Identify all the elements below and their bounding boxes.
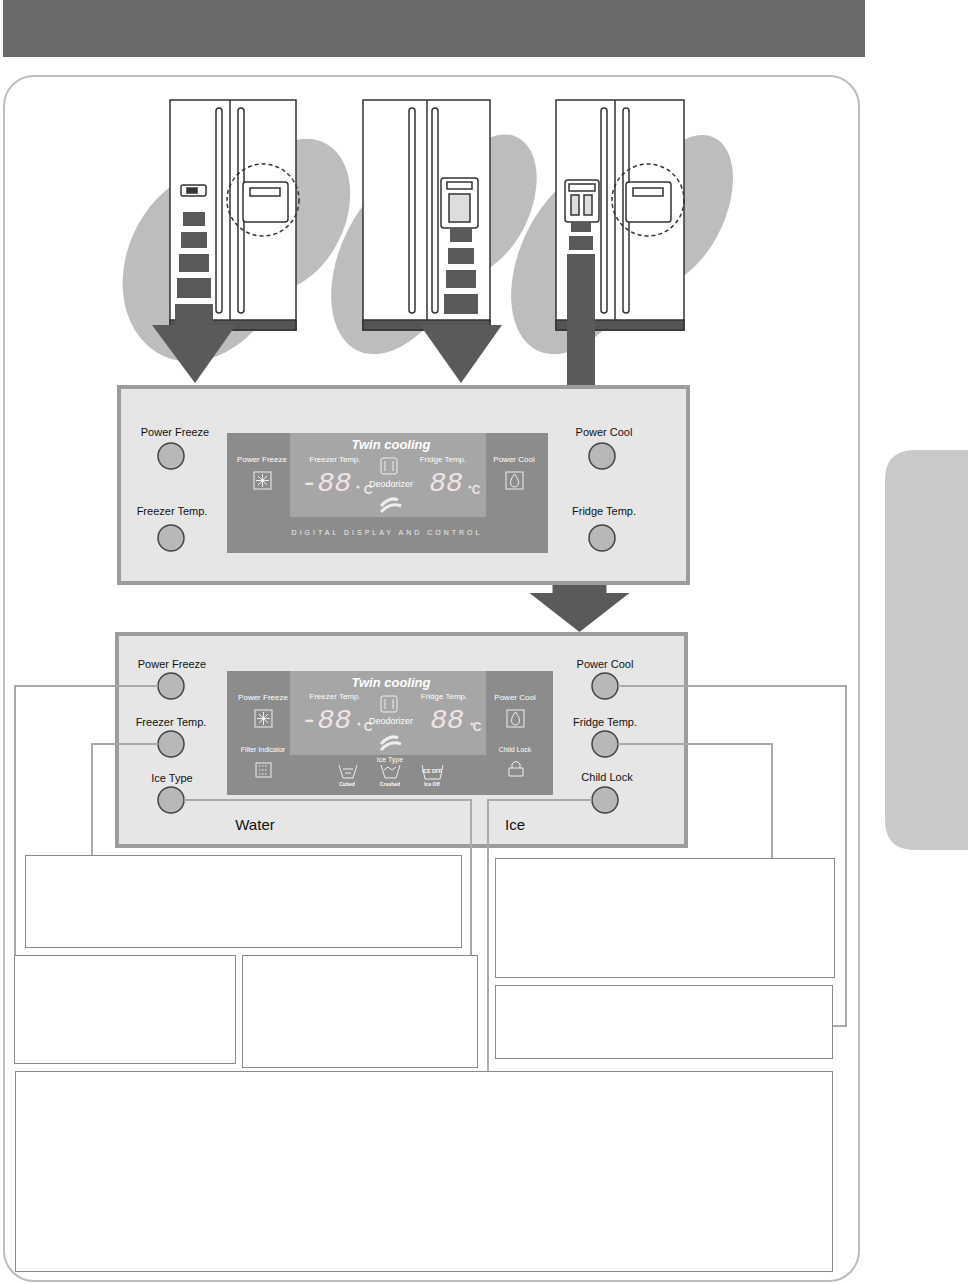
- display-label: Power Cool: [494, 694, 535, 703]
- display-label: ICE OFF: [422, 769, 442, 775]
- control-panel: Power FreezeFreezer Temp.Ice TypeWaterPo…: [115, 632, 688, 848]
- button-label: Child Lock: [581, 771, 632, 783]
- fridge-1: [170, 100, 299, 330]
- display-label: Ice Type: [377, 756, 403, 764]
- display-label: C: [473, 721, 482, 734]
- down-arrows: [152, 212, 595, 385]
- digit-readout: 88: [429, 469, 463, 500]
- callout-boxes: [15, 856, 835, 1272]
- button-label: Freezer Temp.: [136, 716, 207, 728]
- display-label: Power Freeze: [238, 694, 288, 703]
- digit-readout: -88: [301, 706, 351, 737]
- flow-arrow: [530, 585, 630, 632]
- display-screen: Twin coolingPower Freeze Freezer Temp. -88…: [227, 433, 548, 553]
- display-label: Water: [235, 817, 274, 834]
- display-label: Deodorizer: [369, 480, 413, 490]
- digit-readout: -88: [301, 469, 351, 500]
- display-label: DIGITAL DISPLAY AND CONTROL: [292, 529, 483, 537]
- display-label: Ice Off: [424, 782, 440, 788]
- display-label: Ice: [505, 817, 525, 834]
- display-label: Filter Indicator: [241, 746, 285, 754]
- display-label: Child Lock: [499, 746, 532, 754]
- display-label: Crushed: [380, 782, 400, 788]
- display-label: Freezer Temp.: [309, 456, 360, 465]
- side-tab: [885, 450, 968, 850]
- digit-readout: 88: [430, 706, 464, 737]
- display-label: Twin cooling: [352, 438, 431, 452]
- button-label: Power Freeze: [138, 658, 206, 670]
- header-bar: [3, 0, 865, 57]
- button-label: Freezer Temp.: [137, 505, 208, 517]
- display-label: Power Cool: [493, 456, 534, 465]
- display-label: Cubed: [339, 782, 355, 788]
- display-label: Twin cooling: [352, 676, 431, 690]
- display-label: Fridge Temp.: [421, 693, 468, 702]
- button-label: Power Cool: [576, 426, 633, 438]
- button-label: Power Freeze: [141, 426, 209, 438]
- display-label: Deodorizer: [369, 717, 413, 727]
- button-label: Power Cool: [577, 658, 634, 670]
- control-panel: Power FreezeFreezer Temp.Power CoolFridg…: [117, 385, 690, 585]
- fridge-2: [363, 100, 490, 330]
- display-label: C: [472, 484, 481, 497]
- display-label: Power Freeze: [237, 456, 287, 465]
- display-screen: Twin coolingPower Freeze Freezer Temp. -88…: [227, 671, 553, 795]
- button-label: Fridge Temp.: [572, 505, 636, 517]
- display-label: Fridge Temp.: [420, 456, 467, 465]
- button-label: Ice Type: [151, 772, 192, 784]
- display-label: Freezer Temp.: [309, 693, 360, 702]
- frame: [4, 76, 859, 1281]
- button-label: Fridge Temp.: [573, 716, 637, 728]
